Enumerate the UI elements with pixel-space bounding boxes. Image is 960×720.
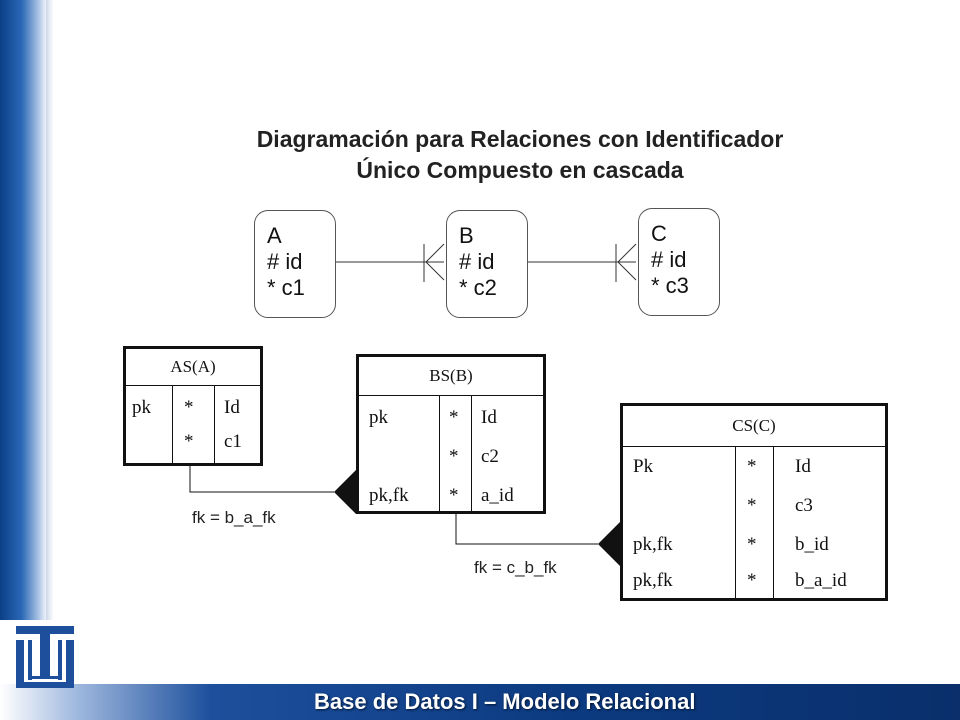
table-bs-key-0: pk [369,407,388,428]
table-cs-flag-1: * [747,495,757,516]
fk-label-b-a: fk = b_a_fk [192,508,276,527]
table-bs-column-1: c2 [481,446,499,467]
entity-b: B # id * c2 [446,210,528,318]
entity-a-attribute: * c1 [267,275,305,300]
bc-crows-foot-lower [617,261,637,281]
left-decorative-band [0,0,48,620]
table-cs-divider-1 [735,446,736,598]
entity-b-name: B [459,223,474,248]
left-band-shadow [46,0,54,620]
entity-c: C # id * c3 [638,208,720,316]
table-cs-column-0: Id [795,456,811,477]
table-cs-column-2: b_id [795,534,829,555]
table-cs-key-3: pk,fk [633,570,673,591]
table-as-flag-0: * [184,397,194,418]
fk-label-c-b: fk = c_b_fk [474,558,557,577]
table-as-divider-2 [214,385,215,463]
table-as-flag-1: * [184,431,194,452]
table-as-name: AS(A) [126,349,260,386]
table-bs: BS(B) pk pk,fk * * * Id c2 a_id [356,354,546,514]
table-cs-flag-0: * [747,456,757,477]
table-cs-key-0: Pk [633,456,654,477]
ab-crows-foot-upper [425,243,445,263]
table-cs-column-1: c3 [795,495,813,516]
bs-as-fk-line [189,466,334,493]
table-as-divider-1 [172,385,173,463]
ab-crows-foot-lower [425,261,445,281]
table-as-key-0: pk [132,397,151,418]
table-cs-flag-2: * [747,534,757,555]
title-line-1: Diagramación para Relaciones con Identif… [256,126,784,152]
footer-bar [0,684,960,720]
footer-title: Base de Datos I – Modelo Relacional [314,689,696,714]
table-bs-flag-2: * [449,485,459,506]
entity-a-identifier: # id [267,249,303,274]
cs-bs-fk-marker [598,522,620,566]
title-line-2: Único Compuesto en cascada [356,157,684,183]
entity-c-attribute: * c3 [651,273,689,298]
table-bs-column-2: a_id [481,485,514,506]
table-cs-key-2: pk,fk [633,534,673,555]
table-bs-divider-2 [471,395,472,511]
table-cs-name: CS(C) [623,406,885,447]
table-bs-name: BS(B) [359,357,543,396]
table-as: AS(A) pk * * Id c1 [123,346,263,466]
table-cs-column-3: b_a_id [795,570,847,591]
entity-c-identifier: # id [651,247,687,272]
table-bs-key-2: pk,fk [369,485,409,506]
cs-bs-fk-line [455,514,598,545]
entity-c-name: C [651,221,667,246]
table-bs-flag-1: * [449,446,459,467]
table-cs-flag-3: * [747,570,757,591]
table-bs-divider-1 [439,395,440,511]
table-as-column-1: c1 [224,431,242,452]
entity-a-name: A [267,223,282,248]
table-as-column-0: Id [224,397,240,418]
table-cs: CS(C) Pk pk,fk pk,fk * * * * Id c3 b_id … [620,403,888,601]
bs-as-fk-marker [334,470,356,514]
entity-b-attribute: * c2 [459,275,497,300]
table-bs-flag-0: * [449,407,459,428]
table-cs-divider-2 [773,446,774,598]
bc-crows-foot-upper [617,243,637,263]
entity-a: A # id * c1 [254,210,336,318]
table-bs-column-0: Id [481,407,497,428]
entity-b-identifier: # id [459,249,495,274]
university-logo-icon [16,626,74,688]
page-title: Diagramación para Relaciones con Identif… [180,124,860,186]
